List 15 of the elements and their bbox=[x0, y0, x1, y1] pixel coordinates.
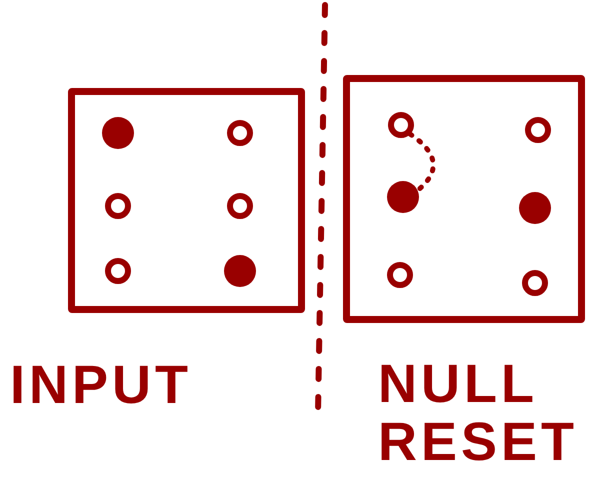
filled-dot bbox=[102, 117, 134, 149]
hollow-dot bbox=[227, 120, 253, 146]
caption-text: INPUT bbox=[10, 356, 193, 414]
hollow-dot bbox=[388, 112, 414, 138]
hollow-dot bbox=[105, 193, 131, 219]
hollow-dot bbox=[105, 258, 131, 284]
caption-text: NULL RESET bbox=[378, 355, 580, 471]
hollow-dot bbox=[227, 193, 253, 219]
filled-dot bbox=[519, 192, 551, 224]
filled-dot bbox=[387, 181, 419, 213]
hollow-dot bbox=[522, 270, 548, 296]
hollow-dot bbox=[387, 262, 413, 288]
dotted-connector bbox=[408, 132, 436, 194]
filled-dot bbox=[224, 255, 256, 287]
hollow-dot bbox=[525, 117, 551, 143]
